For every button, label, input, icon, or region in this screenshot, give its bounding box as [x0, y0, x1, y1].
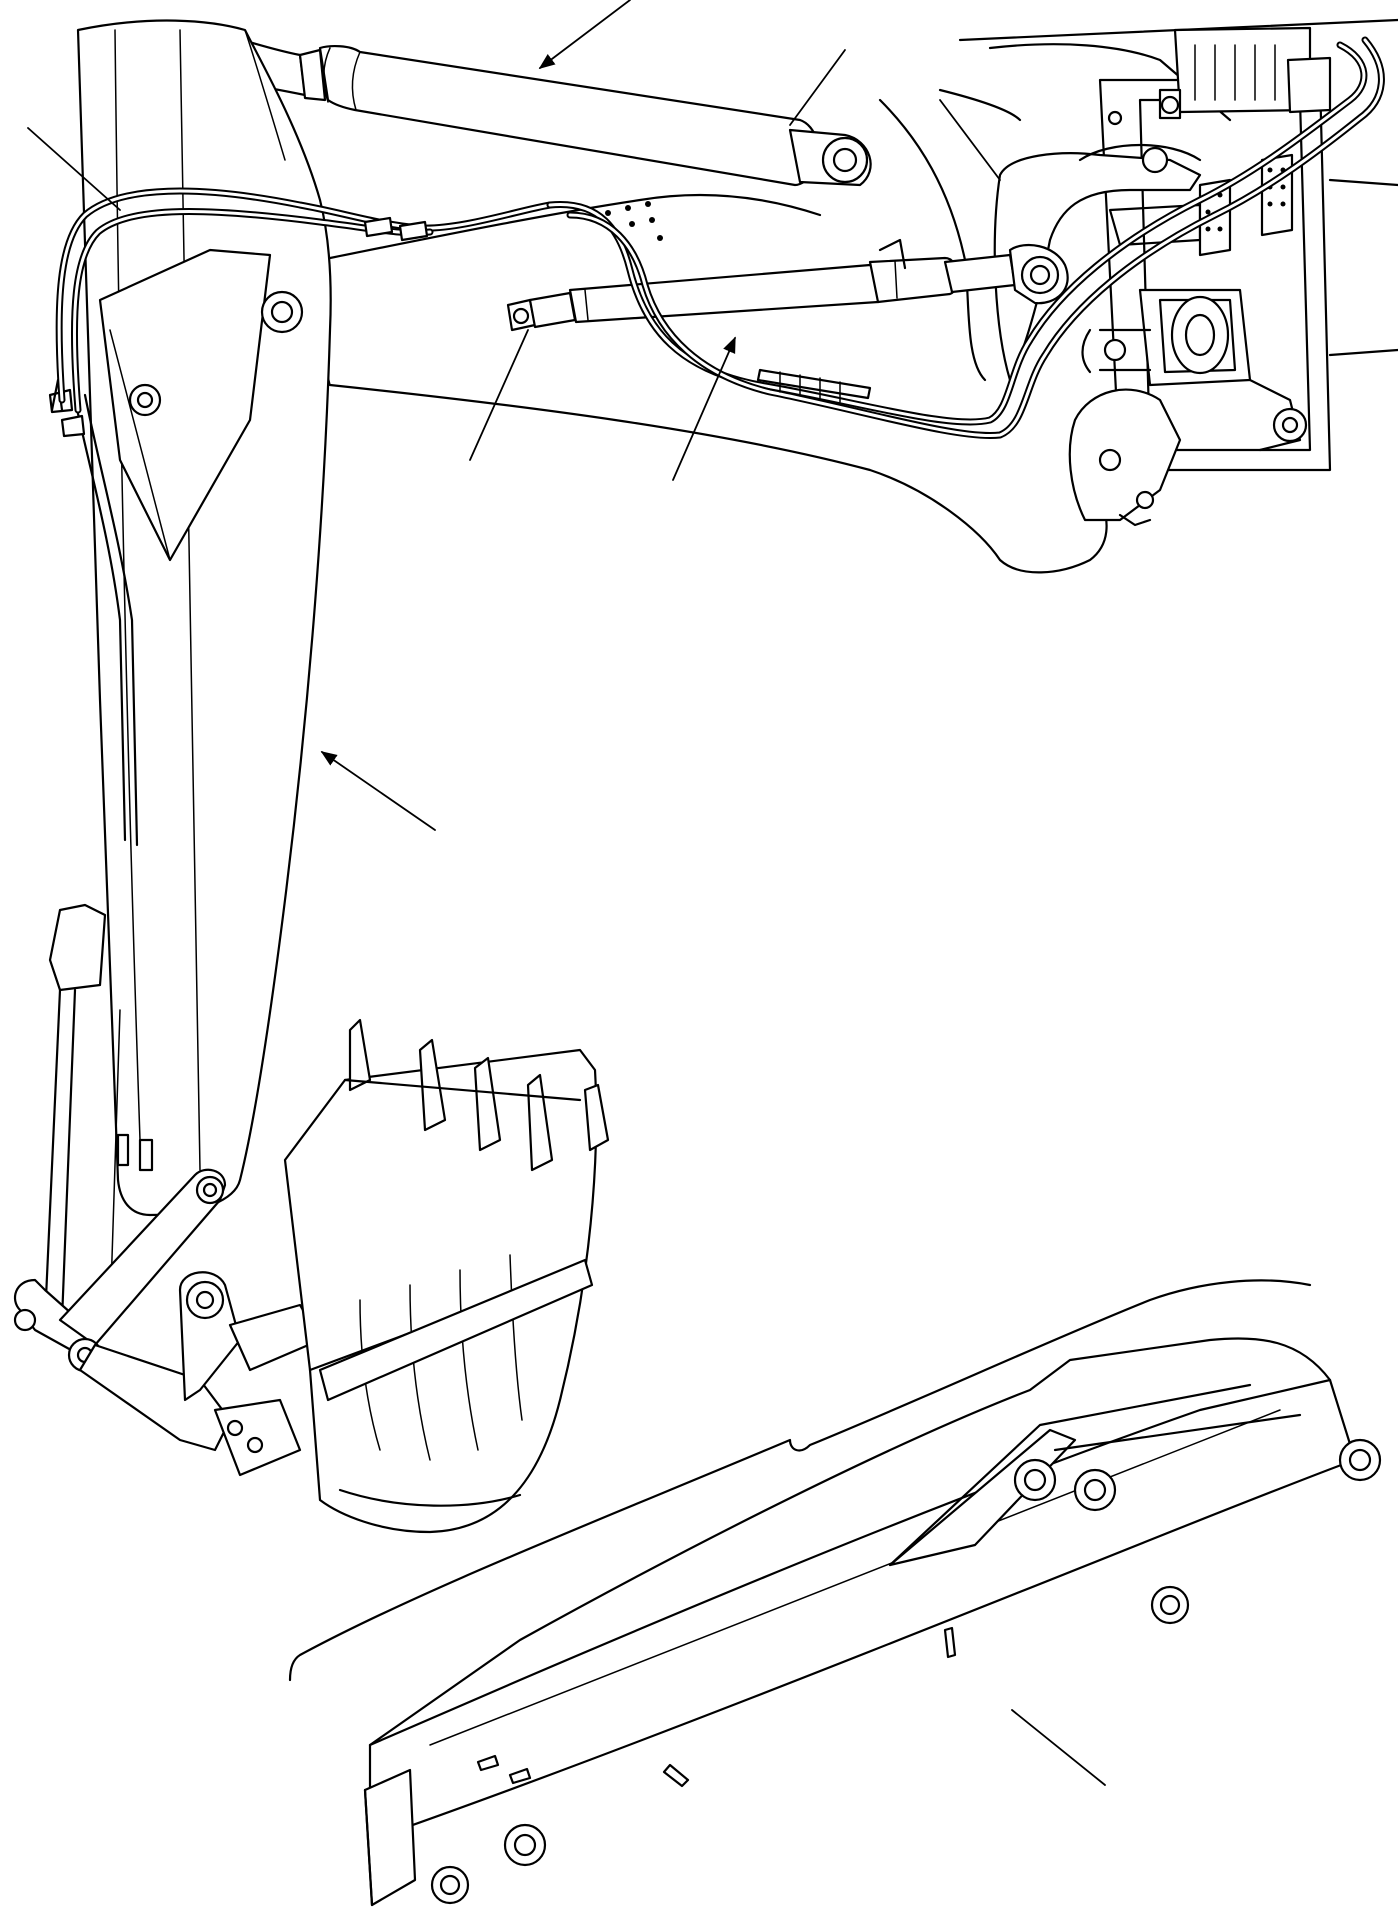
dipper-arm: [43, 19, 332, 1322]
leader-upper-right-1: [789, 49, 846, 126]
bucket: [283, 1018, 610, 1534]
arrow-boom-cylinder: [538, 0, 631, 69]
leader-dipper-cylinder: [469, 329, 529, 461]
inset-dipper-arm: [288, 1279, 1382, 1907]
leader-inset-arm: [1011, 1709, 1106, 1786]
dipper-cylinder: [506, 238, 1069, 332]
arrow-hose: [672, 336, 736, 481]
leader-upper-right-2: [939, 99, 1001, 181]
leader-upper-left: [27, 127, 121, 211]
bucket-linkage: [13, 1168, 322, 1477]
boom: [308, 98, 1108, 574]
callouts: [27, 0, 1106, 1786]
hydraulic-hoses: [55, 36, 1385, 440]
arrow-dipper-arm: [320, 751, 436, 831]
